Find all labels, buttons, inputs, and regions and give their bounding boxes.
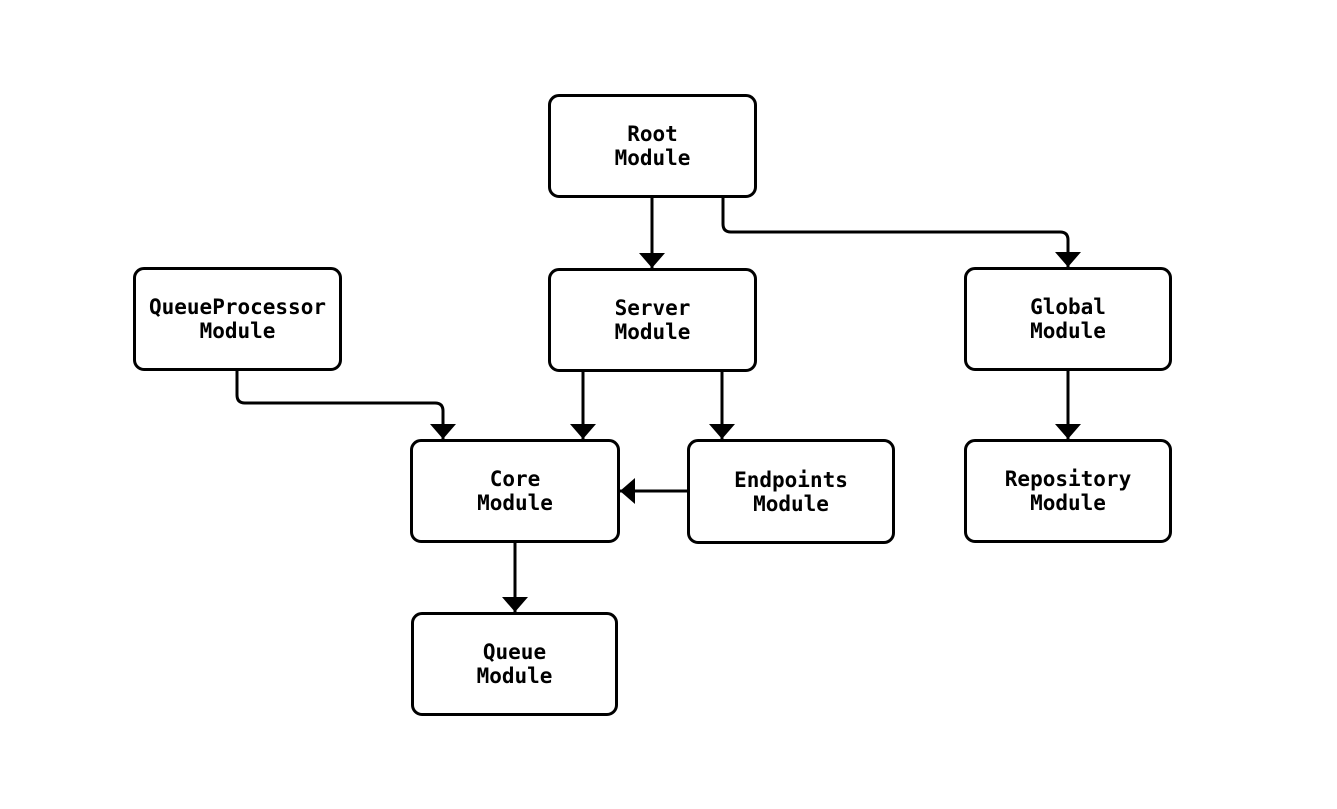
node-core-module: Core Module	[410, 439, 620, 543]
edge-queueprocessor-to-core	[235, 371, 456, 439]
edge-root-to-global	[721, 198, 1081, 267]
node-label: Server Module	[614, 296, 691, 344]
node-global-module: Global Module	[964, 267, 1172, 371]
node-queueprocessor-module: QueueProcessor Module	[133, 267, 342, 371]
node-label: Root Module	[614, 122, 691, 170]
node-label: Global Module	[1030, 295, 1106, 343]
node-queue-module: Queue Module	[411, 612, 618, 716]
node-label: Queue Module	[476, 640, 553, 688]
node-root-module: Root Module	[548, 94, 757, 198]
node-label: Repository Module	[1004, 467, 1132, 515]
node-repository-module: Repository Module	[964, 439, 1172, 543]
node-label: Endpoints Module	[734, 467, 848, 516]
node-endpoints-module: Endpoints Module	[687, 439, 895, 544]
node-label: QueueProcessor Module	[148, 295, 326, 343]
node-label: Core Module	[477, 467, 553, 515]
node-server-module: Server Module	[548, 268, 757, 372]
